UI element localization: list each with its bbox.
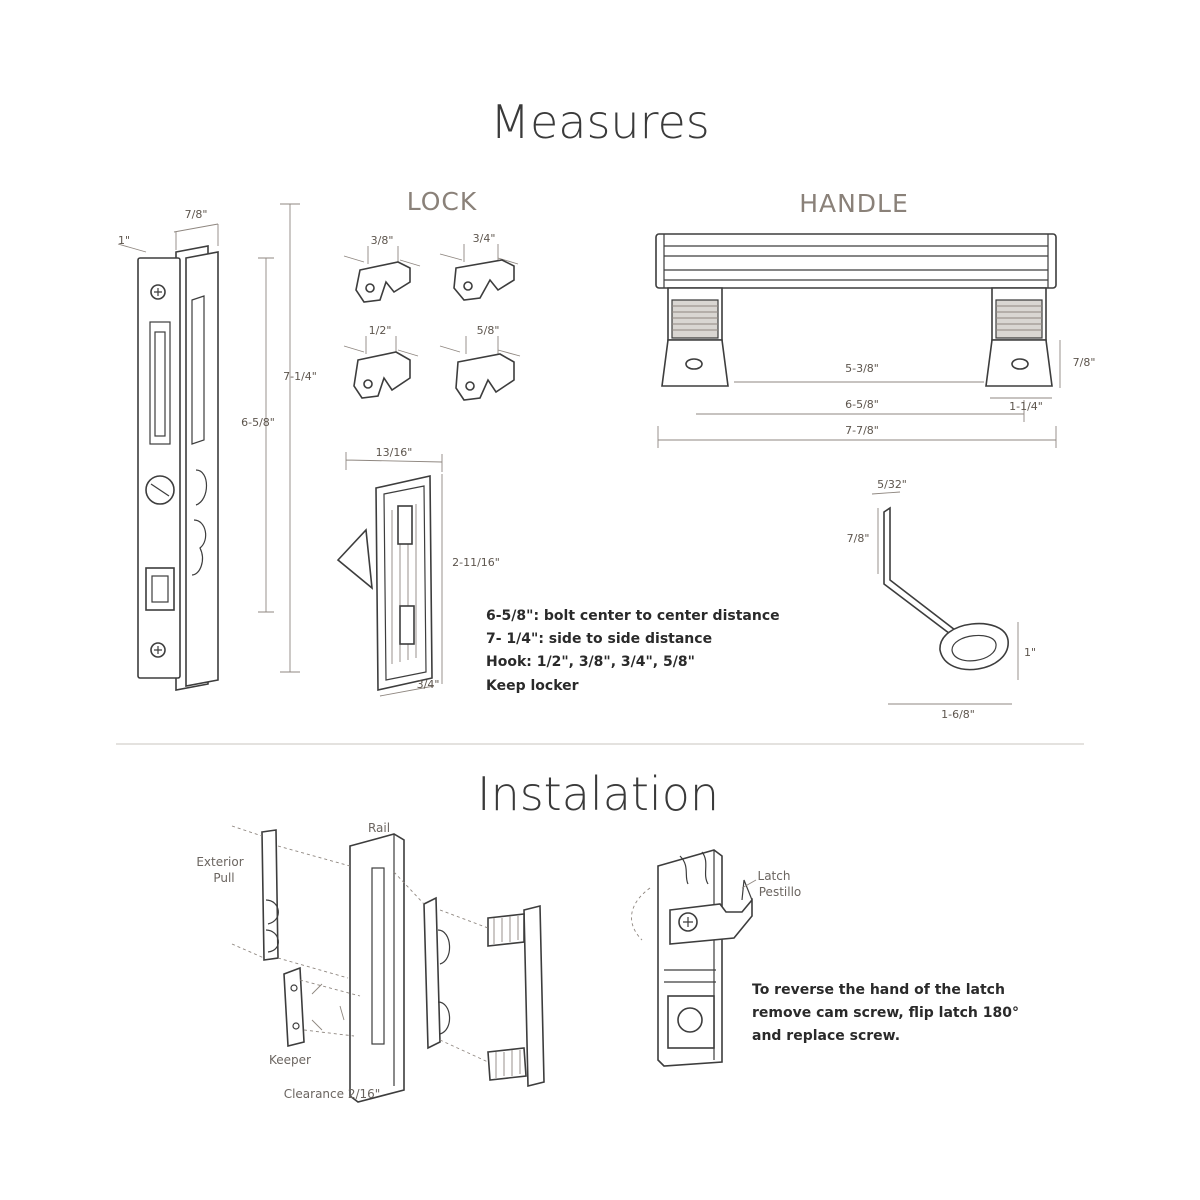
- handle-heading: HANDLE: [799, 189, 909, 218]
- note-line: 7- 1/4": side to side distance: [486, 631, 712, 647]
- exploded-view: Exterior Pull Rail Keeper Clearance 2/16…: [196, 821, 545, 1103]
- dim-7-1-4-label: 7-1/4": [283, 370, 317, 383]
- hook-4-label: 5/8": [477, 324, 500, 337]
- instruction-line: remove cam screw, flip latch 180°: [752, 1005, 1019, 1021]
- dim-1-label: 1": [118, 234, 130, 247]
- handle-foot-label: 1-1/4": [1009, 400, 1043, 413]
- lever-thickness-label: 5/32": [877, 478, 907, 491]
- spec-notes: 6-5/8": bolt center to center distance 7…: [486, 608, 780, 694]
- latch-drawing: 1" 7/8" 7-1/4" 6-5/8": [117, 203, 317, 691]
- keeper-bottom-label: 3/4": [417, 678, 440, 691]
- hook-1: 3/8": [343, 234, 421, 303]
- lever-length-label: 1-6/8": [941, 708, 975, 721]
- keeper-label: Keeper: [269, 1053, 311, 1067]
- hook-2-label: 3/4": [473, 232, 496, 245]
- pull-label: Pull: [213, 871, 234, 885]
- dim-6-5-8-label: 6-5/8": [241, 416, 275, 429]
- lever-ring-label: 1": [1024, 646, 1036, 659]
- hook-1-label: 3/8": [371, 234, 394, 247]
- installation-title: Instalation: [477, 767, 719, 821]
- instruction-line: To reverse the hand of the latch: [752, 982, 1005, 998]
- handle-drawing: 5-3/8" 6-5/8" 1-1/4" 7-7/8" 7/8": [655, 233, 1096, 448]
- hook-3: 1/2": [343, 324, 419, 399]
- latch-label: Latch: [758, 869, 791, 883]
- lever-rise-label: 7/8": [847, 532, 870, 545]
- dim-7-8-label: 7/8": [185, 208, 208, 221]
- keeper-height-label: 2-11/16": [452, 556, 500, 569]
- rail-label: Rail: [368, 821, 390, 835]
- reverse-instructions: To reverse the hand of the latch remove …: [752, 982, 1019, 1044]
- pestillo-label: Pestillo: [759, 885, 802, 899]
- keeper-width-label: 13/16": [376, 446, 413, 459]
- hook-3-label: 1/2": [369, 324, 392, 337]
- instruction-line: and replace screw.: [752, 1028, 900, 1044]
- exterior-label: Exterior: [196, 855, 243, 869]
- handle-height-label: 7/8": [1073, 356, 1096, 369]
- handle-overall-label: 7-7/8": [845, 424, 879, 437]
- handle-spacing-label: 5-3/8": [845, 362, 879, 375]
- measures-title: Measures: [490, 95, 709, 149]
- clearance-label: Clearance 2/16": [284, 1087, 381, 1101]
- note-line: 6-5/8": bolt center to center distance: [486, 608, 780, 624]
- keeper-drawing: 13/16" 2-11/16" 3/4": [336, 446, 500, 697]
- lock-heading: LOCK: [407, 187, 478, 216]
- note-line: Keep locker: [486, 678, 579, 694]
- handle-centers-label: 6-5/8": [845, 398, 879, 411]
- hook-4: 5/8": [439, 324, 521, 401]
- latch-detail: Latch Pestillo: [631, 849, 802, 1067]
- note-line: Hook: 1/2", 3/8", 3/4", 5/8": [486, 654, 695, 670]
- lever-drawing: 5/32" 7/8" 1" 1-6/8": [847, 478, 1036, 721]
- hook-2: 3/4": [439, 232, 519, 301]
